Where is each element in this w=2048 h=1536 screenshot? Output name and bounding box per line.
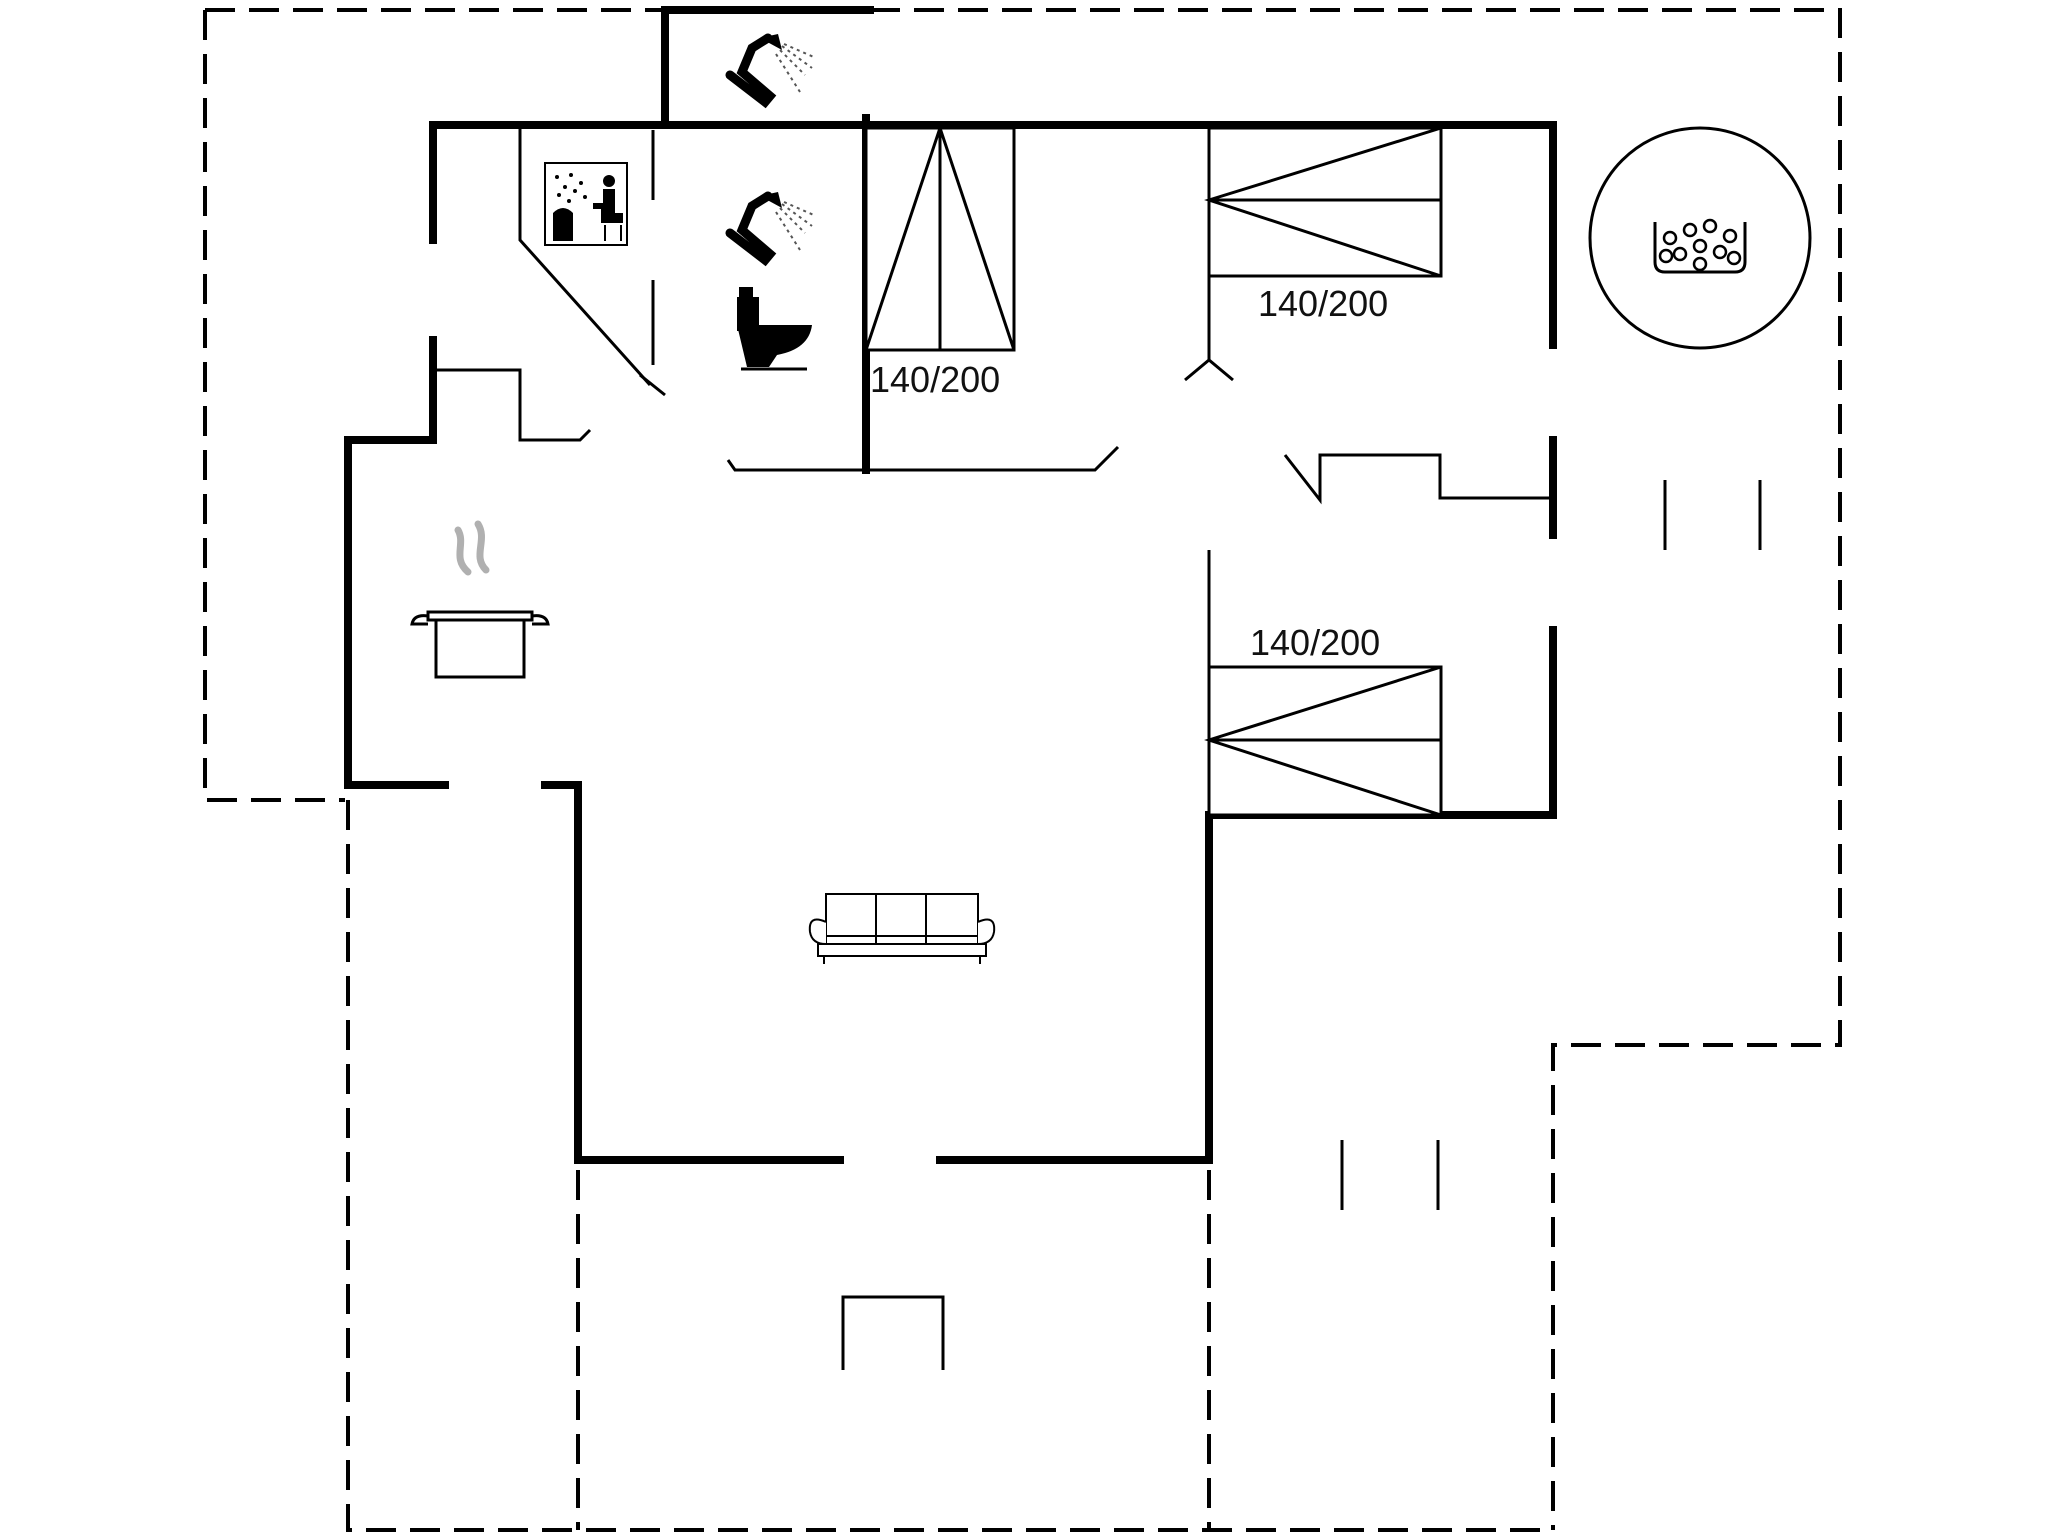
- bed-1: 140/200: [864, 123, 1016, 400]
- bed-2: 140/200: [1204, 126, 1443, 324]
- sofa-icon: [808, 893, 996, 964]
- partitions: [433, 128, 1762, 1370]
- shower-icon: [725, 191, 817, 267]
- bed-3: 140/200: [1204, 622, 1443, 817]
- kitchen-pot-icon: [410, 520, 550, 679]
- toilet-icon: [737, 287, 812, 371]
- bed-2-label: 140/200: [1258, 283, 1388, 324]
- bed-1-label: 140/200: [870, 359, 1000, 400]
- hot-tub-icon: [1588, 126, 1812, 350]
- terrace-outline: [203, 8, 1842, 1532]
- bed-3-label: 140/200: [1250, 622, 1380, 663]
- shower-icon: [725, 33, 817, 109]
- sauna-icon: [544, 162, 628, 246]
